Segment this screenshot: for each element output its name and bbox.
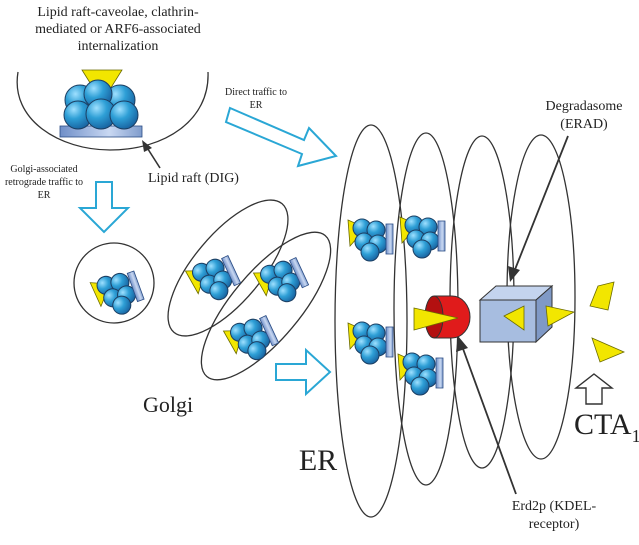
degradasome-pointer-arrow <box>508 135 569 282</box>
golgi-toxin-complex-3 <box>222 310 283 369</box>
er-label: ER <box>299 444 337 477</box>
er-toxin-complex-1 <box>347 218 394 262</box>
internalization-label: Lipid raft-caveolae, clathrin- mediated … <box>35 5 201 54</box>
golgi-retrograde-label-line-1: Golgi-associated <box>10 164 77 175</box>
golgi-cisterna-1 <box>167 199 289 337</box>
er-toxin-complex-2 <box>399 215 446 259</box>
er-cisterna-1 <box>334 124 408 518</box>
direct-traffic-arrow <box>224 106 338 168</box>
cta1-fragment-1 <box>589 281 615 311</box>
golgi-label: Golgi <box>143 392 193 417</box>
internalization-label-line-1: Lipid raft-caveolae, clathrin- <box>37 5 199 20</box>
golgi-retrograde-label: Golgi-associated retrograde traffic to E… <box>5 164 83 201</box>
erd2p-label-line-2: receptor) <box>529 517 580 532</box>
degradasome-label-line-1: Degradasome <box>546 99 623 114</box>
erd2p-label-line-1: Erd2p (KDEL- <box>512 499 597 514</box>
erd2p-label: Erd2p (KDEL- receptor) <box>512 499 597 532</box>
golgi-retrograde-arrow <box>77 181 131 234</box>
lipid-raft-label: Lipid raft (DIG) <box>148 171 239 186</box>
degradasome-label: Degradasome (ERAD) <box>546 99 623 132</box>
golgi-to-er-arrow <box>275 347 332 397</box>
cta-in-erd2p <box>413 307 459 331</box>
golgi-retrograde-label-line-2: retrograde traffic to <box>5 177 83 188</box>
erd2p-pointer-arrow <box>456 336 517 495</box>
degradasome-cube <box>478 284 554 344</box>
er-toxin-complex-3 <box>347 321 394 365</box>
golgi-toxin-complex-1 <box>184 250 245 309</box>
ctb-ball-surface-6 <box>109 100 139 130</box>
endosome-toxin-complex <box>89 265 147 322</box>
surface-toxin-complex <box>59 69 143 138</box>
cta1-label-main: CTA <box>574 408 632 441</box>
plasma-membrane-invagination <box>16 71 209 151</box>
golgi-retrograde-label-line-3: ER <box>38 190 51 201</box>
lipid-raft-pointer-arrow <box>142 140 161 169</box>
cta1-up-arrow <box>573 373 615 405</box>
cta1-fragment-2 <box>591 337 626 363</box>
golgi-cisterna-2 <box>200 231 332 381</box>
cta-exiting-degradasome <box>545 305 576 327</box>
direct-traffic-label-line-2: ER <box>250 100 263 111</box>
cta-entering-degradasome <box>503 305 525 331</box>
internalization-label-line-3: internalization <box>78 39 159 54</box>
degradasome-label-line-2: (ERAD) <box>560 117 608 132</box>
internalization-label-line-2: mediated or ARF6-associated <box>35 22 201 37</box>
cta1-label-subscript: 1 <box>632 426 639 446</box>
direct-traffic-label: Direct traffic to ER <box>225 87 287 111</box>
cta1-label: CTA1 <box>574 408 639 446</box>
direct-traffic-label-line-1: Direct traffic to <box>225 87 287 98</box>
endosome-vesicle <box>73 242 155 324</box>
